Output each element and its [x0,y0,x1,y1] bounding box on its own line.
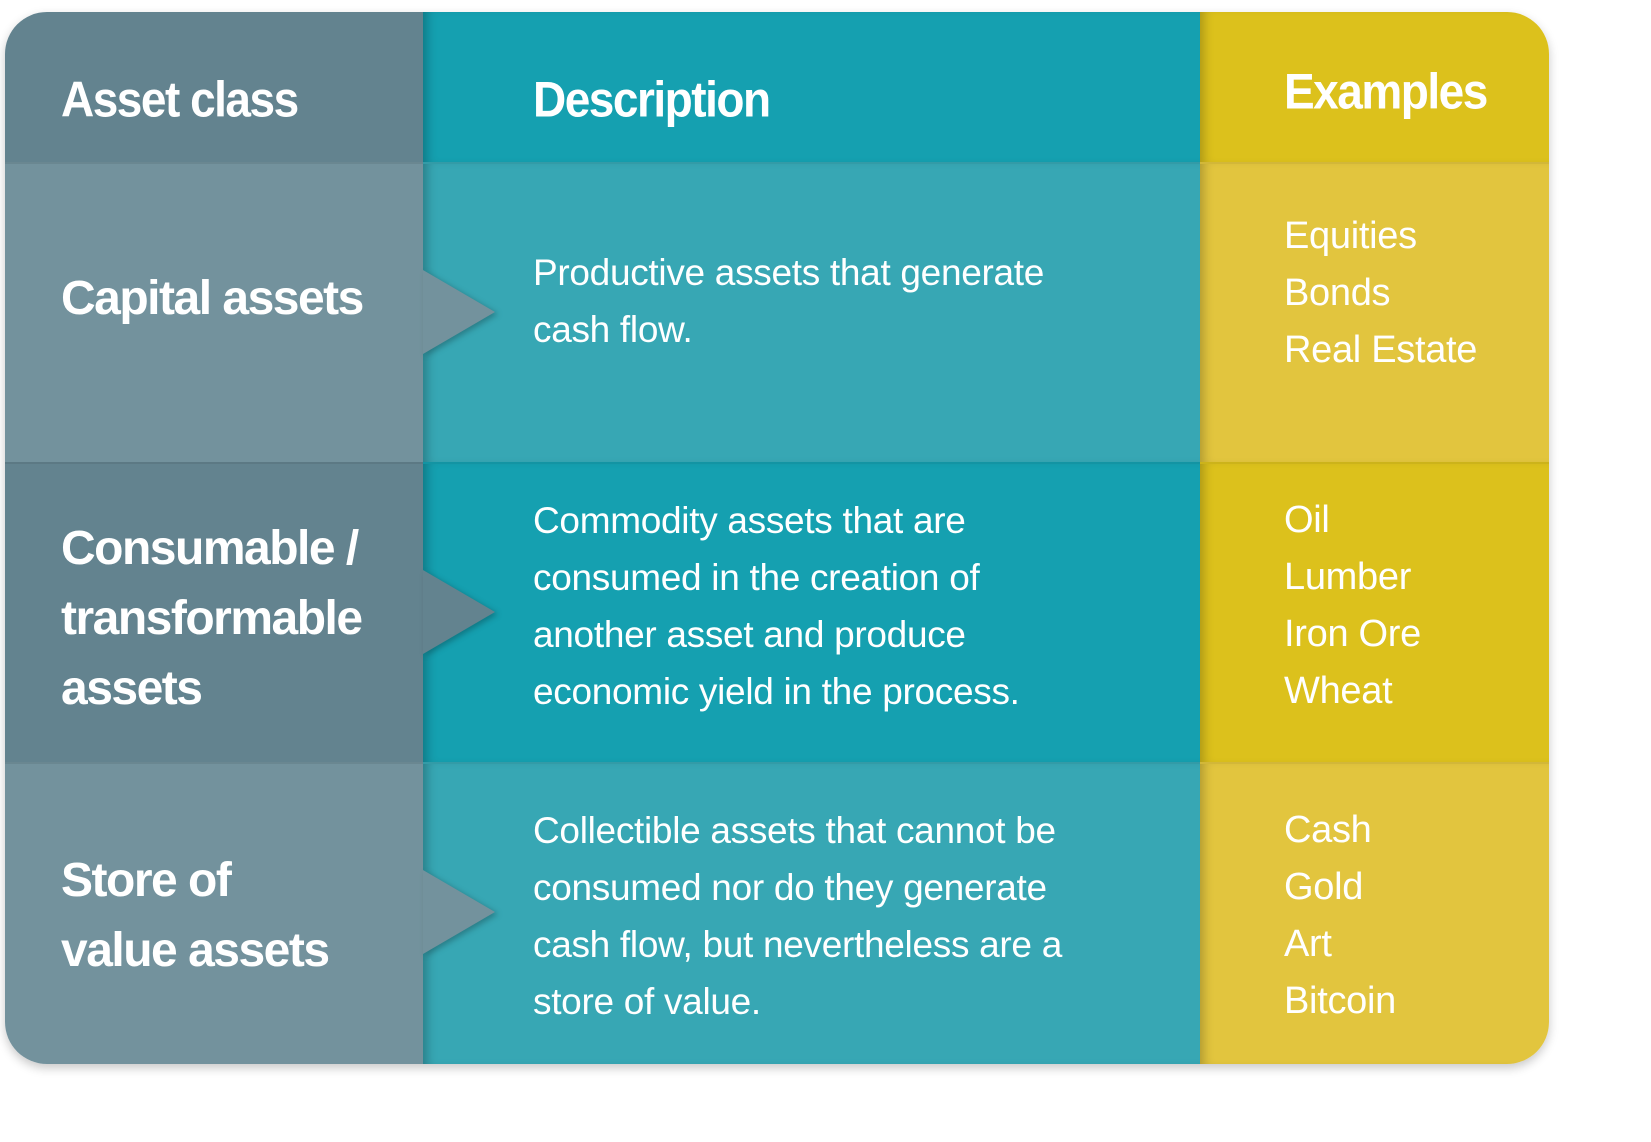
asset-class-line: transformable [61,592,363,645]
row-capital-examples-cell: Equities Bonds Real Estate [1200,162,1549,462]
description-line: cash flow. [533,309,693,350]
row-store-class-cell: Store of value assets [5,762,423,1064]
description-line: Collectible assets that cannot be [533,810,1056,851]
description-line: economic yield in the process. [533,671,1020,712]
asset-class-table: Asset class Description Examples Capital… [5,12,1549,1064]
example-item: Oil [1284,499,1330,541]
asset-class-line: Capital assets [61,272,364,325]
header-asset-class-cell: Asset class [5,12,423,162]
example-item: Bitcoin [1284,980,1396,1022]
asset-class-line: Store of [61,854,232,907]
asset-class-line: value assets [61,924,330,977]
row-consumable-arrow-icon [423,570,495,654]
example-item: Art [1284,923,1332,965]
example-item: Equities [1284,215,1417,257]
description-line: Productive assets that generate [533,252,1045,293]
row-consumable-description-cell: Commodity assets that are consumed in th… [423,462,1200,762]
description-line: store of value. [533,981,761,1022]
description-line: consumed in the creation of [533,557,980,598]
header-examples-cell: Examples [1200,12,1549,162]
description-text: Commodity assets that are consumed in th… [533,492,1020,720]
description-text: Productive assets that generate cash flo… [533,244,1044,358]
asset-class-label: Store of value assets [61,846,330,986]
example-item: Bonds [1284,272,1391,314]
asset-class-label: Capital assets [61,264,364,334]
description-text: Collectible assets that cannot be consum… [533,802,1062,1030]
header-asset-class: Asset class [61,71,299,128]
examples-list: Oil Lumber Iron Ore Wheat [1284,492,1421,720]
asset-class-line: assets [61,662,203,715]
example-item: Real Estate [1284,329,1478,371]
example-item: Gold [1284,866,1364,908]
example-item: Iron Ore [1284,613,1421,655]
header-description-cell: Description [423,12,1200,162]
row-consumable-examples-cell: Oil Lumber Iron Ore Wheat [1200,462,1549,762]
description-line: another asset and produce [533,614,966,655]
row-capital-description-cell: Productive assets that generate cash flo… [423,162,1200,462]
row-store-arrow-icon [423,870,495,954]
row-capital-class-cell: Capital assets [5,162,423,462]
header-examples: Examples [1284,63,1488,120]
example-item: Wheat [1284,670,1393,712]
row-capital-arrow-icon [423,270,495,354]
examples-list: Cash Gold Art Bitcoin [1284,802,1396,1030]
header-description: Description [533,71,771,128]
example-item: Lumber [1284,556,1412,598]
row-store-description-cell: Collectible assets that cannot be consum… [423,762,1200,1064]
description-line: cash flow, but nevertheless are a [533,924,1062,965]
asset-class-line: Consumable / [61,522,359,575]
row-store-examples-cell: Cash Gold Art Bitcoin [1200,762,1549,1064]
description-line: Commodity assets that are [533,500,966,541]
examples-list: Equities Bonds Real Estate [1284,208,1477,379]
description-line: consumed nor do they generate [533,867,1047,908]
asset-class-label: Consumable / transformable assets [61,514,363,724]
example-item: Cash [1284,809,1372,851]
row-consumable-class-cell: Consumable / transformable assets [5,462,423,762]
